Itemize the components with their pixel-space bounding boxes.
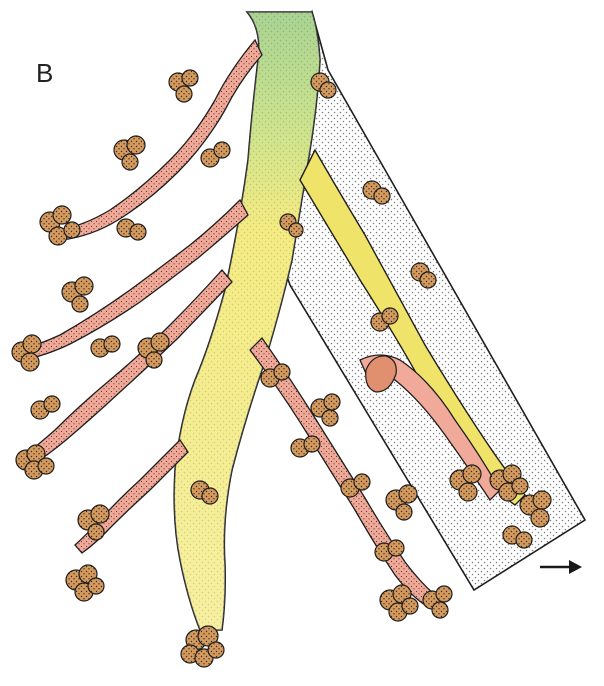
bud-cluster (386, 485, 417, 520)
bud-cluster (40, 206, 80, 245)
bud-cluster (66, 565, 104, 601)
bud-cluster (169, 70, 198, 102)
bud-cluster (31, 396, 60, 419)
bud-cluster (91, 336, 120, 357)
bud-cluster (201, 142, 230, 167)
bud-cluster (117, 219, 146, 240)
trunk-stipple-overlay (174, 12, 320, 630)
bud-cluster (181, 626, 224, 667)
bud-cluster (114, 136, 145, 170)
bud-cluster (62, 277, 93, 312)
bud-cluster (291, 436, 320, 457)
right-arrow-icon (540, 560, 582, 574)
